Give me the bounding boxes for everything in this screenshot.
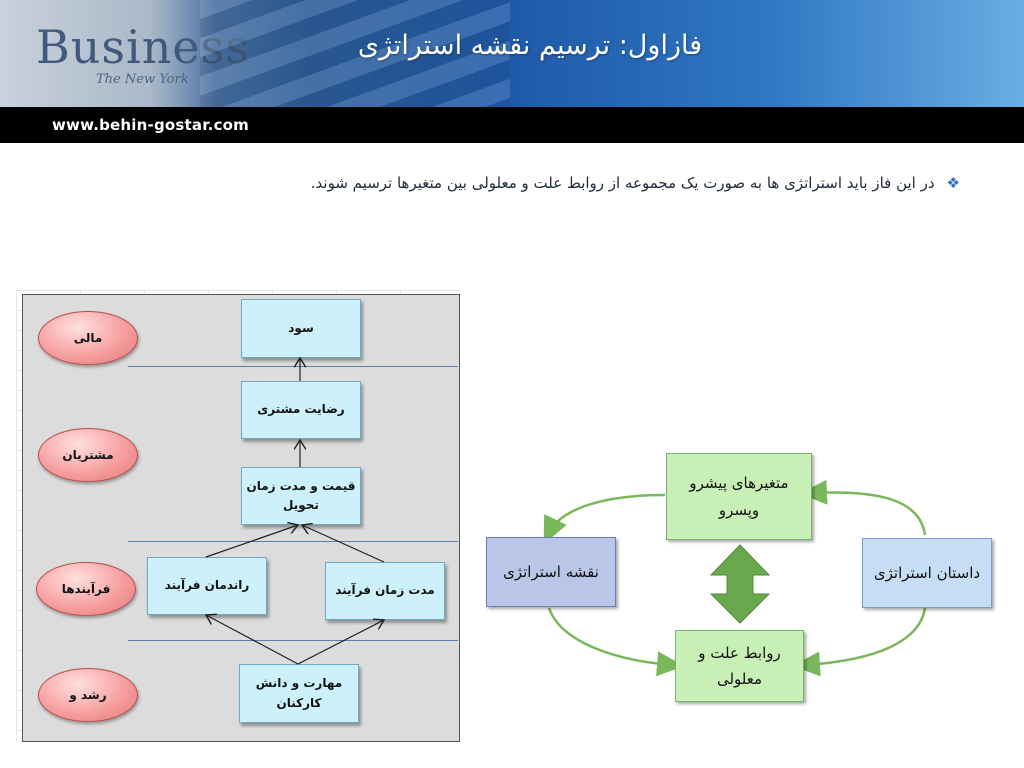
arc-story-to-cause [792, 607, 927, 677]
keyboard-graphic [200, 0, 510, 107]
banner-background-subtext: The New York [96, 72, 189, 87]
box-profit: سود [241, 299, 361, 358]
arc-map-to-cause [547, 607, 685, 677]
perspective-growth: رشد و [38, 668, 138, 722]
double-arrow-icon [709, 544, 771, 624]
box-process-time: مدت زمان فرآیند [325, 562, 445, 620]
banner-background-word: Business [36, 20, 250, 74]
header-banner: Business The New York فازاول: ترسیم نقشه… [0, 0, 1024, 107]
box-cause-effect: روابط علت و معلولی [675, 630, 804, 702]
url-bar: www.behin-gostar.com [0, 107, 1024, 143]
box-price-delivery: قیمت و مدت زمان تحویل [241, 467, 361, 525]
arc-leading-to-map [543, 493, 666, 545]
arrow-skills-to-time [297, 620, 384, 665]
perspective-divider [128, 366, 458, 367]
box-leading-lagging-variables: متغیرهای پیشرو وپسرو [666, 453, 812, 540]
box-strategy-story: داستان استراتژی [862, 538, 992, 608]
perspective-divider [128, 640, 458, 641]
arc-story-to-leading [799, 479, 927, 536]
box-employee-skills: مهارت و دانش کارکنان [239, 664, 359, 723]
box-strategy-map: نقشه استراتژی [486, 537, 616, 607]
newspaper-graphic: Business The New York [0, 0, 249, 107]
perspective-divider [128, 541, 458, 542]
arrow-efficiency-to-price [205, 525, 298, 558]
perspective-processes: فرآیندها [36, 562, 136, 616]
diamond-bullet-icon: ❖ [946, 174, 960, 192]
bullet-point: ❖ در این فاز باید استراتژی ها به صورت یک … [130, 174, 960, 192]
website-url: www.behin-gostar.com [52, 116, 249, 134]
bullet-text: در این فاز باید استراتژی ها به صورت یک م… [310, 174, 935, 192]
perspective-customers: مشتریان [38, 428, 138, 482]
box-customer-satisfaction: رضایت مشتری [241, 381, 361, 439]
perspective-financial: مالی [38, 311, 138, 365]
arrow-time-to-price [302, 525, 385, 563]
slide-title: فازاول: ترسیم نقشه استراتژی [357, 30, 703, 61]
arrow-skills-to-efficiency [206, 615, 299, 665]
